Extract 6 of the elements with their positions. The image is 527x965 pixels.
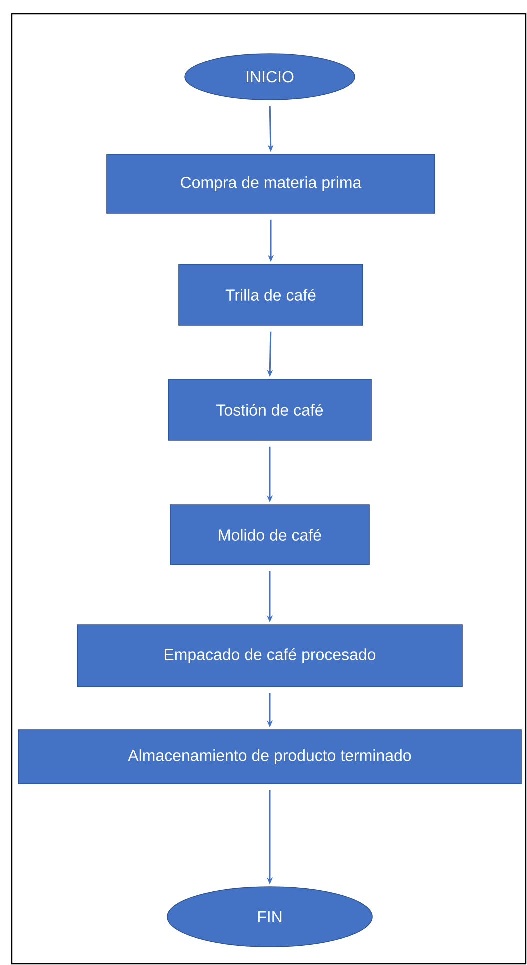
process-box: Tostión de café xyxy=(168,379,372,441)
process-box: Compra de materia prima xyxy=(106,154,436,214)
process-box: Empacado de café procesado xyxy=(77,624,463,688)
process-box: Trilla de café xyxy=(178,264,364,326)
process-box: Molido de café xyxy=(170,504,370,566)
process-box: Almacenamiento de producto terminado xyxy=(18,730,522,784)
